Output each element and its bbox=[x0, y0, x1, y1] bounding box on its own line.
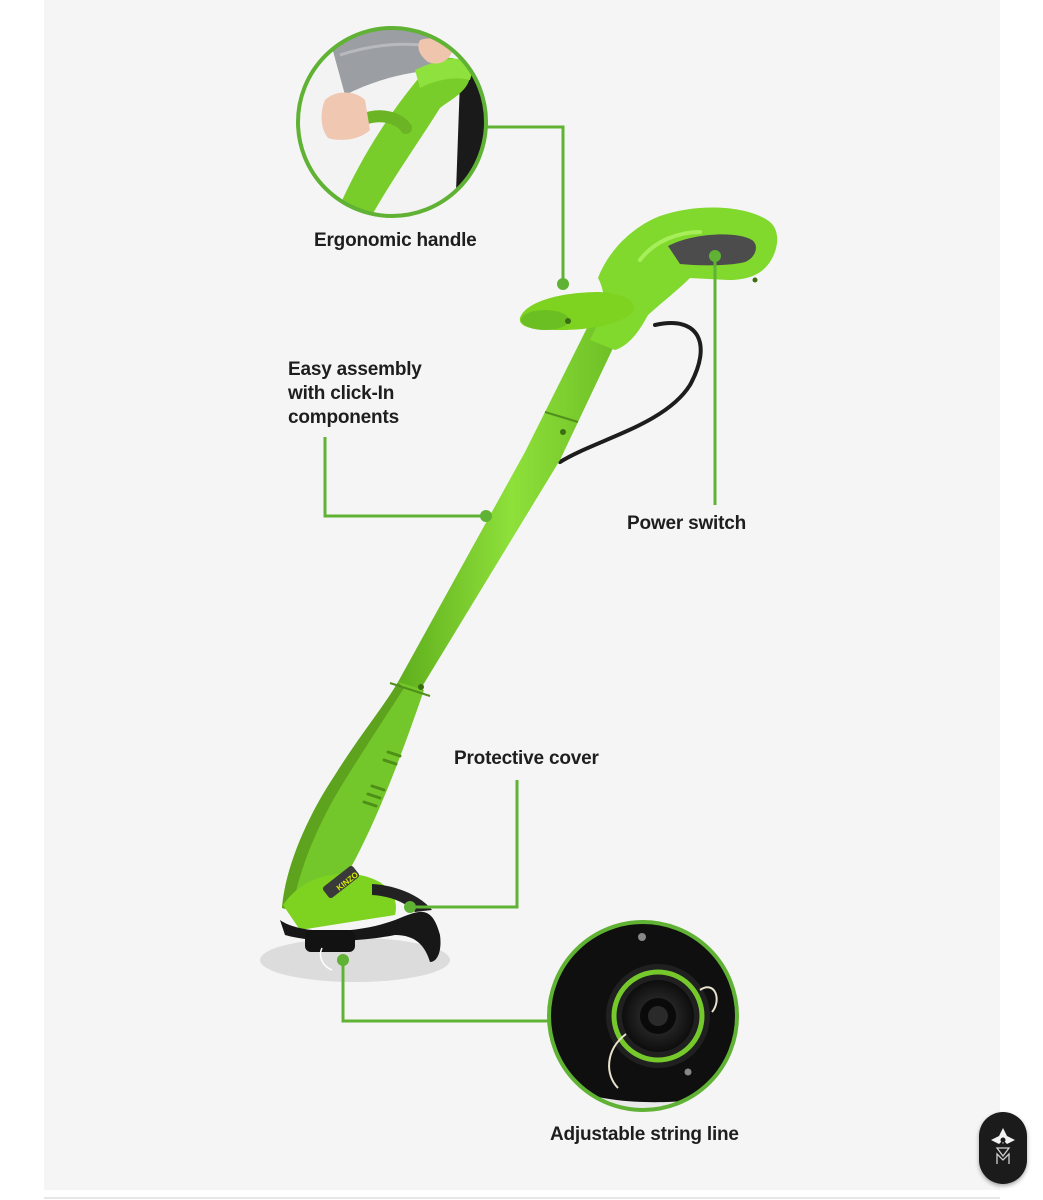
brand-logo-icon bbox=[991, 1128, 1015, 1164]
brand-badge-button[interactable] bbox=[979, 1112, 1027, 1184]
easy-assembly-line-2: with click-In bbox=[288, 383, 395, 404]
string-trimmer: KINZO bbox=[260, 207, 778, 982]
ergonomic-handle-inset bbox=[296, 26, 488, 218]
leader-cover bbox=[410, 780, 519, 909]
leader-ergonomic bbox=[486, 125, 565, 283]
protective-cover-label: Protective cover bbox=[454, 748, 599, 769]
easy-assembly-line-3: components bbox=[288, 407, 399, 428]
ergonomic-handle-label: Ergonomic handle bbox=[314, 230, 477, 251]
string-line-inset bbox=[547, 920, 739, 1112]
power-switch-label: Power switch bbox=[627, 513, 747, 534]
leader-string bbox=[341, 960, 549, 1023]
easy-assembly-line-1: Easy assembly bbox=[288, 359, 422, 380]
easy-assembly-label: Easy assembly with click-In components bbox=[288, 358, 422, 430]
adjustable-string-line-label: Adjustable string line bbox=[550, 1124, 739, 1145]
leader-lines bbox=[323, 125, 717, 1023]
bottom-divider bbox=[44, 1197, 1000, 1199]
leader-dots bbox=[337, 250, 721, 966]
leader-assembly bbox=[323, 437, 486, 518]
product-infographic bbox=[44, 0, 1000, 1190]
